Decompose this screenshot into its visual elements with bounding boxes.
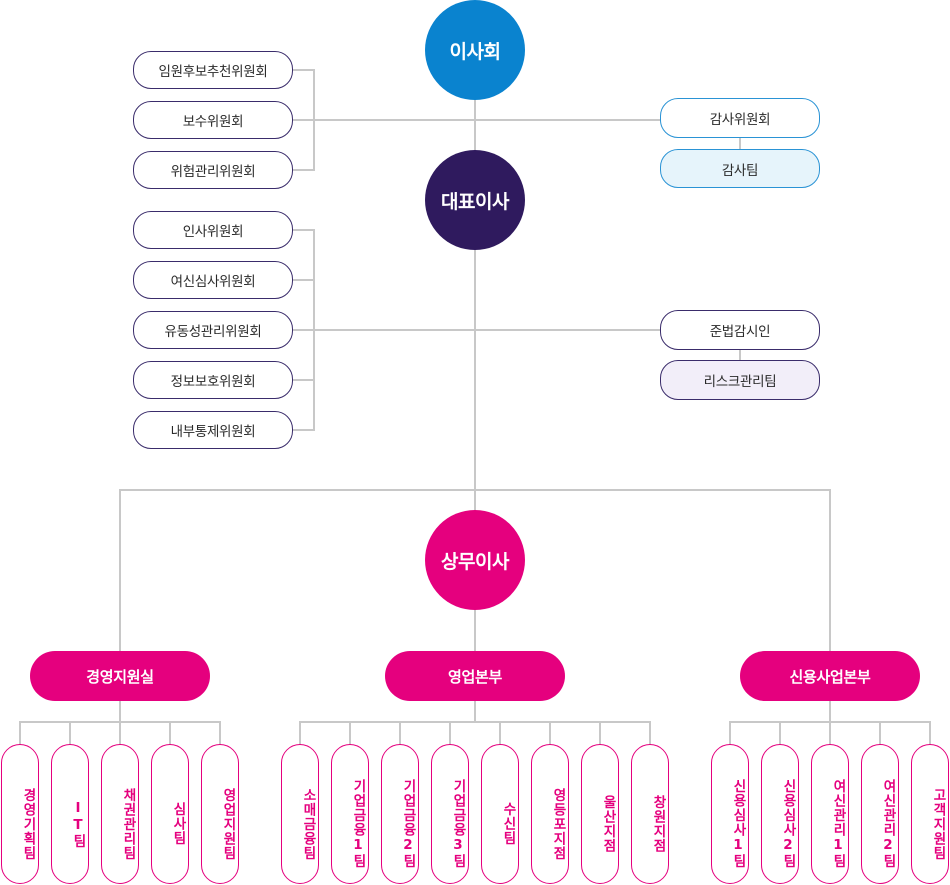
- audit-committee: 감사위원회: [660, 98, 820, 138]
- division-label: 신용사업본부: [789, 667, 871, 686]
- team-box: 기업금융3팀: [431, 744, 469, 884]
- division-sales: 영업본부: [385, 651, 565, 701]
- committee-label: 정보보호위원회: [170, 374, 256, 390]
- compliance-officer-label: 준법감시인: [709, 324, 771, 340]
- team-box: 수신팀: [481, 744, 519, 884]
- team-label: 울산지점: [600, 795, 616, 853]
- team-label: 기업금융2팀: [400, 779, 416, 869]
- committee-label: 위험관리위원회: [170, 164, 256, 180]
- team-box: 여신관리2팀: [861, 744, 899, 884]
- team-label: 여신관리2팀: [880, 779, 896, 869]
- compliance-officer: 준법감시인: [660, 310, 820, 350]
- audit-team: 감사팀: [660, 149, 820, 188]
- audit-committee-label: 감사위원회: [709, 112, 771, 128]
- ceo-committee: 정보보호위원회: [133, 361, 293, 399]
- team-box: 기업금융1팀: [331, 744, 369, 884]
- team-label: 채권관리팀: [120, 787, 136, 861]
- team-label: 신용심사2팀: [780, 779, 796, 869]
- team-label: 여신관리1팀: [830, 779, 846, 869]
- board-committee: 임원후보추천위원회: [133, 51, 293, 89]
- managing-director-node: 상무이사: [425, 510, 525, 610]
- board-committee: 위험관리위원회: [133, 151, 293, 189]
- division-label: 영업본부: [447, 667, 502, 686]
- team-label: 소매금융팀: [300, 787, 316, 861]
- team-box: 심사팀: [151, 744, 189, 884]
- ceo-committee: 내부통제위원회: [133, 411, 293, 449]
- team-box: 여신관리1팀: [811, 744, 849, 884]
- team-label: 고객지원팀: [930, 787, 946, 861]
- managing-director-label: 상무이사: [441, 550, 509, 573]
- committee-label: 여신심사위원회: [170, 274, 256, 290]
- ceo-label: 대표이사: [441, 190, 509, 213]
- team-box: 기업금융2팀: [381, 744, 419, 884]
- team-label: 심사팀: [170, 802, 186, 846]
- ceo-committee: 여신심사위원회: [133, 261, 293, 299]
- committee-label: 내부통제위원회: [170, 424, 256, 440]
- risk-management-team: 리스크관리팀: [660, 360, 820, 400]
- team-box: 영등포지점: [531, 744, 569, 884]
- team-label: IT팀: [70, 799, 86, 849]
- board-label: 이사회: [449, 40, 501, 63]
- division-label: 경영지원실: [86, 667, 154, 686]
- division-management-support: 경영지원실: [30, 651, 210, 701]
- ceo-node: 대표이사: [425, 150, 525, 250]
- team-box: 창원지점: [631, 744, 669, 884]
- team-box: 고객지원팀: [911, 744, 949, 884]
- team-label: 신용심사1팀: [730, 779, 746, 869]
- risk-management-team-label: 리스크관리팀: [703, 374, 777, 390]
- team-label: 기업금융3팀: [450, 779, 466, 869]
- audit-team-label: 감사팀: [721, 162, 759, 179]
- team-box: 소매금융팀: [281, 744, 319, 884]
- team-label: 영업지원팀: [220, 787, 236, 861]
- team-box: 신용심사1팀: [711, 744, 749, 884]
- division-credit-business: 신용사업본부: [740, 651, 920, 701]
- team-label: 영등포지점: [550, 787, 566, 861]
- committee-label: 보수위원회: [182, 114, 244, 130]
- team-box: IT팀: [51, 744, 89, 884]
- ceo-committee: 유동성관리위원회: [133, 311, 293, 349]
- team-box: 경영기획팀: [1, 744, 39, 884]
- team-label: 기업금융1팀: [350, 779, 366, 869]
- team-box: 영업지원팀: [201, 744, 239, 884]
- team-label: 수신팀: [500, 802, 516, 846]
- team-box: 채권관리팀: [101, 744, 139, 884]
- board-committee: 보수위원회: [133, 101, 293, 139]
- ceo-committee: 인사위원회: [133, 211, 293, 249]
- committee-label: 인사위원회: [182, 224, 244, 240]
- committee-label: 임원후보추천위원회: [158, 64, 268, 80]
- board-node: 이사회: [425, 0, 525, 100]
- team-label: 창원지점: [650, 795, 666, 853]
- team-box: 울산지점: [581, 744, 619, 884]
- team-label: 경영기획팀: [20, 787, 36, 861]
- committee-label: 유동성관리위원회: [164, 324, 262, 340]
- team-box: 신용심사2팀: [761, 744, 799, 884]
